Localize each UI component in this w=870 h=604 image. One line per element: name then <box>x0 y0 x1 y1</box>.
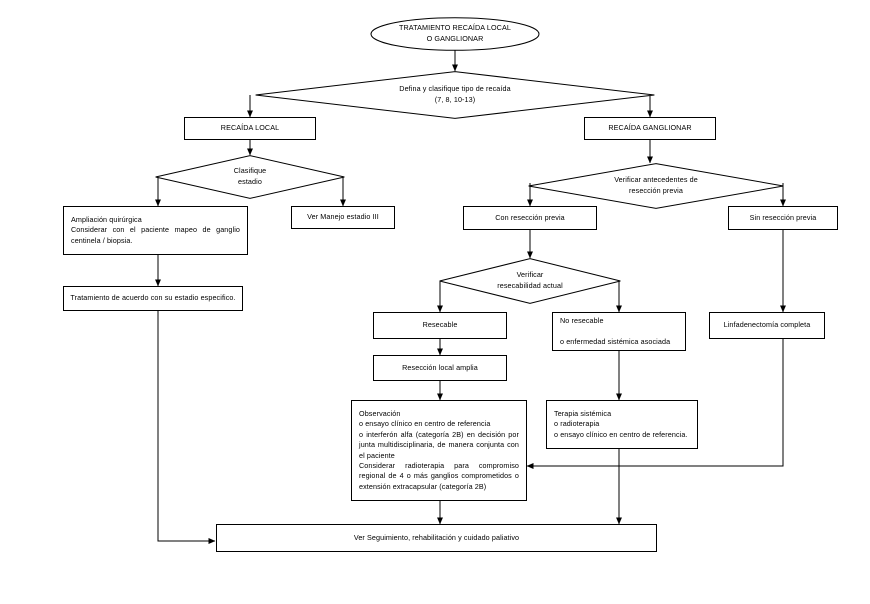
node-tratamiento-estadio[interactable]: Tratamiento de acuerdo con su estadio es… <box>63 286 243 311</box>
node-start[interactable]: TRATAMIENTO RECAÍDA LOCAL O GANGLIONAR <box>370 17 540 51</box>
node-con-reseccion-previa[interactable]: Con resección previa <box>463 206 597 230</box>
node-sin-reseccion-previa-label: Sin resección previa <box>749 212 817 222</box>
node-recaida-ganglionar-label: RECAÍDA GANGLIONAR <box>608 123 692 133</box>
diamond-shape <box>439 258 621 304</box>
node-reseccion-local-amplia[interactable]: Resección local amplia <box>373 355 507 381</box>
node-no-resecable[interactable]: No resecable o enfermedad sistémica asoc… <box>552 312 686 351</box>
node-define-classify-label: Defina y clasifique tipo de recaída (7, … <box>399 84 511 104</box>
node-verificar-resecabilidad[interactable]: Verificar resecabilidad actual <box>439 258 621 304</box>
diamond-shape <box>255 71 655 119</box>
node-verificar-antecedentes-label: Verificar antecedentes de resección prev… <box>614 175 698 195</box>
node-terapia-sistemica[interactable]: Terapia sistémica o radioterapia o ensay… <box>546 400 698 449</box>
node-linfadenectomia-completa-label: Linfadenectomía completa <box>723 320 811 330</box>
node-observacion-label: Observación o ensayo clínico en centro d… <box>359 408 519 491</box>
node-ver-manejo-estadio-iii-label: Ver Manejo estadio III <box>307 212 379 222</box>
node-ver-seguimiento-label: Ver Seguimiento, rehabilitación y cuidad… <box>353 532 520 542</box>
node-resecable[interactable]: Resecable <box>373 312 507 339</box>
node-clasifique-estadio-label: Clasifique estadio <box>233 166 267 186</box>
node-verificar-antecedentes[interactable]: Verificar antecedentes de resección prev… <box>528 163 784 209</box>
node-con-reseccion-previa-label: Con resección previa <box>495 212 565 222</box>
node-ampliacion-quirurgica[interactable]: Ampliación quirúrgica Considerar con el … <box>63 206 248 255</box>
node-reseccion-local-amplia-label: Resección local amplia <box>402 362 478 372</box>
node-observacion[interactable]: Observación o ensayo clínico en centro d… <box>351 400 527 501</box>
node-ver-seguimiento[interactable]: Ver Seguimiento, rehabilitación y cuidad… <box>216 524 657 552</box>
node-define-classify[interactable]: Defina y clasifique tipo de recaída (7, … <box>255 71 655 119</box>
node-verificar-resecabilidad-label: Verificar resecabilidad actual <box>497 270 563 290</box>
diamond-shape <box>155 155 345 199</box>
node-terapia-sistemica-label: Terapia sistémica o radioterapia o ensay… <box>554 408 688 439</box>
node-resecable-label: Resecable <box>422 320 458 330</box>
node-ampliacion-quirurgica-label: Ampliación quirúrgica Considerar con el … <box>71 214 240 245</box>
node-recaida-local[interactable]: RECAÍDA LOCAL <box>184 117 316 140</box>
node-no-resecable-label: No resecable o enfermedad sistémica asoc… <box>560 315 671 346</box>
node-tratamiento-estadio-label: Tratamiento de acuerdo con su estadio es… <box>70 293 236 303</box>
node-recaida-ganglionar[interactable]: RECAÍDA GANGLIONAR <box>584 117 716 140</box>
node-recaida-local-label: RECAÍDA LOCAL <box>220 123 280 133</box>
edge-tratamiento-to-seguimiento <box>157 311 216 544</box>
node-linfadenectomia-completa[interactable]: Linfadenectomía completa <box>709 312 825 339</box>
node-ver-manejo-estadio-iii[interactable]: Ver Manejo estadio III <box>291 206 395 229</box>
node-sin-reseccion-previa[interactable]: Sin resección previa <box>728 206 838 230</box>
node-clasifique-estadio[interactable]: Clasifique estadio <box>155 155 345 199</box>
node-start-label: TRATAMIENTO RECAÍDA LOCAL O GANGLIONAR <box>399 23 511 43</box>
diamond-shape <box>528 163 784 209</box>
